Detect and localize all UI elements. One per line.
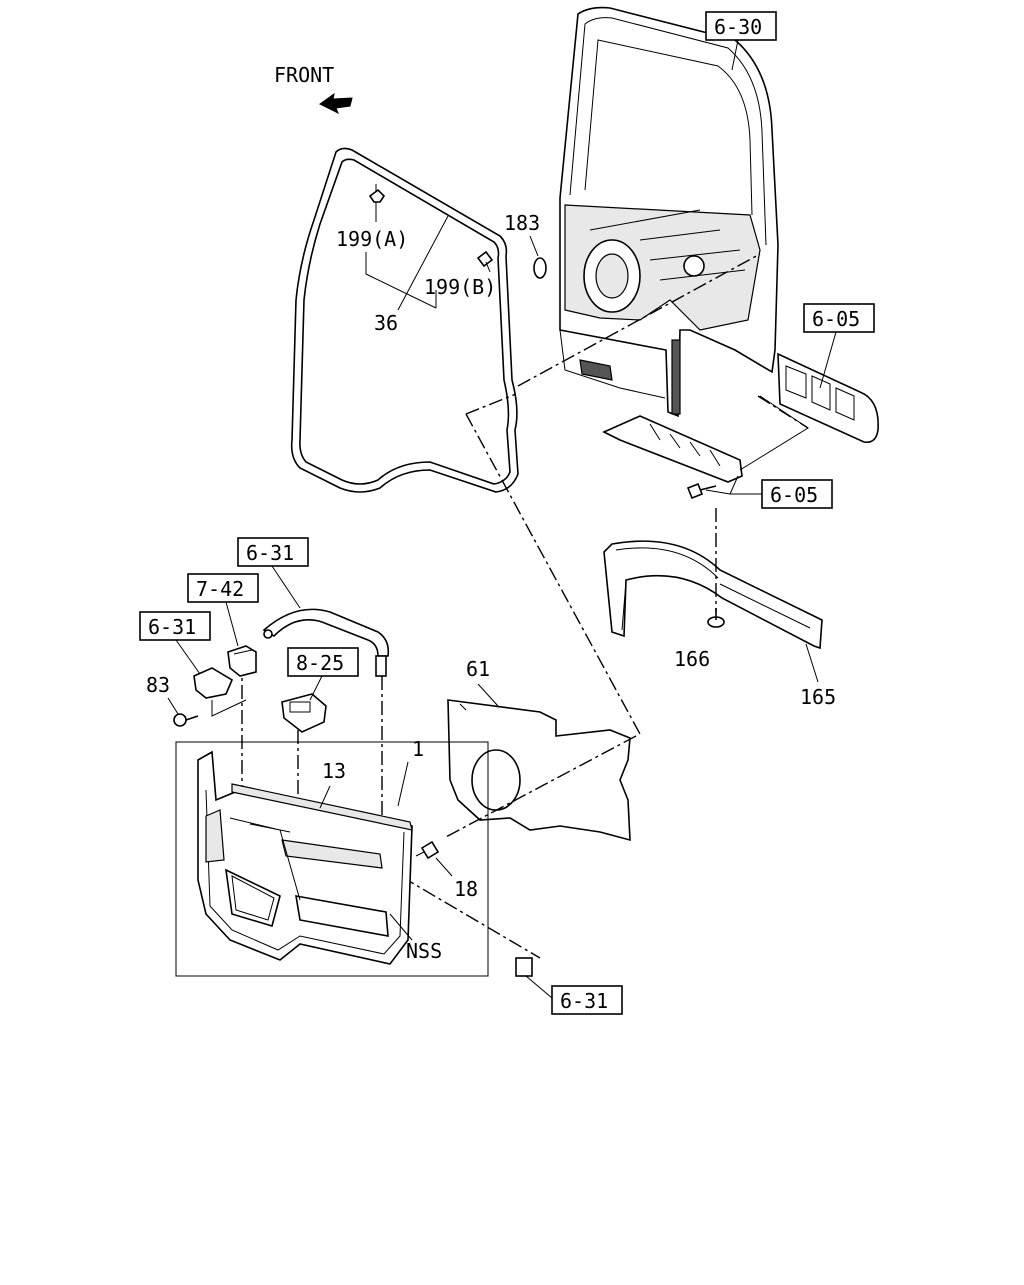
window-switch [281,693,327,733]
front-label: FRONT [274,63,334,87]
callout-screw-83: 83 [146,673,170,697]
leader-cap [525,975,553,999]
door-frame-ref-box [705,11,777,41]
window-switch-ref: 8-25 [296,651,344,675]
callout-sealing-screen: 61 [466,657,490,681]
cap-ref: 6-31 [560,989,608,1013]
callout-armrest: 13 [322,759,346,783]
leader-switch [225,601,239,647]
door-frame-ref: 6-30 [714,15,762,39]
leader-trim-lower [705,475,762,495]
handle-ref: 6-31 [246,541,294,565]
leader-screw-83 [167,697,179,715]
callout-garnish: 165 [800,685,836,709]
leader-nss [389,913,413,941]
clip-a-icon [368,184,386,222]
leader-armrest [319,785,331,809]
front-arrow-icon [319,92,353,115]
callout-plug: 183 [504,211,540,235]
trim-lower-ref: 6-05 [770,483,818,507]
switch-component [227,645,257,677]
leader-pocket-link [211,699,247,717]
trim-upper-ref-box [803,303,875,333]
pocket-ref-box [139,611,211,641]
pull-handle [262,608,390,677]
leader-window-switch [309,675,323,701]
rear-trim-piece [777,352,879,444]
leader-trim-upper [819,331,837,389]
leader-weatherstrip [365,215,449,311]
callout-nss: NSS [406,939,442,963]
trim-upper-ref: 6-05 [812,307,860,331]
window-switch-ref-box [287,647,359,677]
leader-clip-18 [435,857,453,877]
leader-plug [529,235,539,257]
pocket-component [193,667,234,699]
bolt-icon [686,482,717,500]
pocket-ref: 6-31 [148,615,196,639]
callout-clip-a: 199(A) [336,227,408,251]
trim-assembly-box [175,741,489,977]
leader-pocket [175,639,201,675]
leader-garnish [805,643,819,683]
leader-door-frame [731,39,739,71]
clip-18-icon [415,840,440,860]
cap-ref-box [551,985,623,1015]
callout-weatherstrip: 36 [374,311,398,335]
switch-ref-box [187,573,259,603]
switch-ref: 7-42 [196,577,244,601]
screw-83-icon [173,713,199,727]
weatherstrip [290,147,519,493]
callout-screw: 166 [674,647,710,671]
bracket-strip [602,415,743,483]
callout-clip-18: 18 [454,877,478,901]
door-trim-panel [197,750,413,965]
leader-trim-panel [397,761,409,807]
door-garnish [603,540,823,650]
cap-component [515,957,533,977]
handle-ref-box [237,537,309,567]
door-frame [559,6,779,418]
clip-b-icon [476,250,494,273]
screw-icon [707,608,725,628]
callout-clip-b: 199(B) [424,275,496,299]
trim-lower-ref-box [761,479,833,509]
sealing-screen [447,699,631,842]
leader-handle [271,565,301,609]
leader-sealing-screen [477,683,499,707]
callout-trim-panel: 1 [412,737,424,761]
plug-icon [533,257,547,279]
